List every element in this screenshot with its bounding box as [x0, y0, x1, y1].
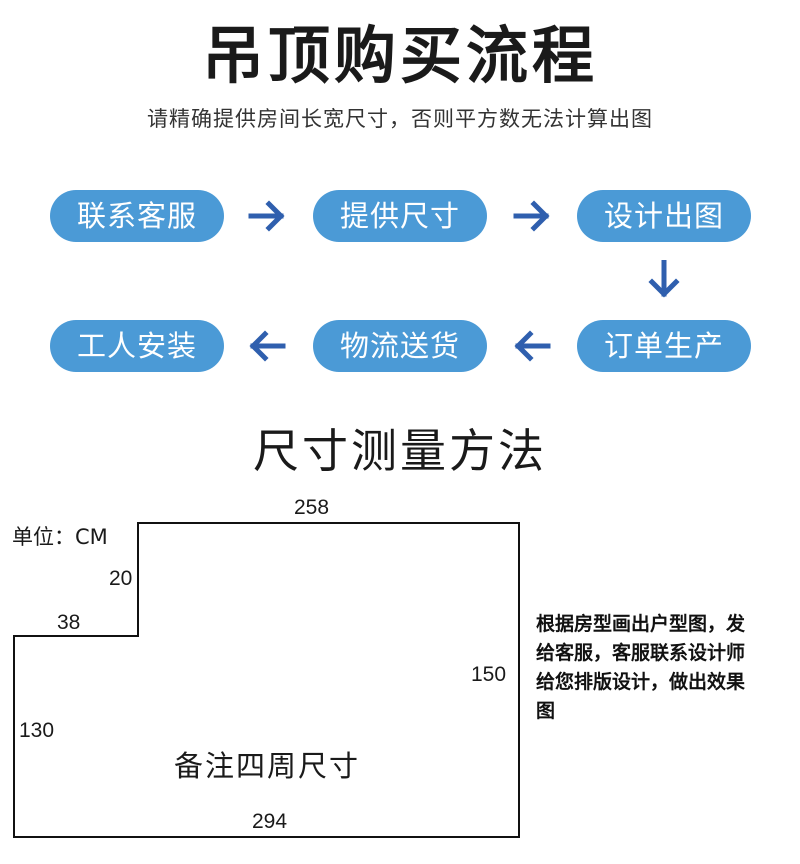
- arrow-right-icon: [513, 200, 550, 232]
- measure-title: 尺寸测量方法: [253, 424, 547, 478]
- step-contact-service: 联系客服: [50, 190, 224, 242]
- arrow-right-icon: [248, 200, 285, 232]
- step-design-drawing: 设计出图: [577, 190, 751, 242]
- description-line: 根据房型画出户型图，发: [536, 613, 746, 635]
- center-note: 备注四周尺寸: [174, 749, 361, 783]
- description-line: 图: [536, 700, 556, 722]
- unit-label: 单位：CM: [12, 525, 108, 549]
- dimension-step-width: 38: [57, 611, 81, 634]
- description-line: 给客服，客服联系设计师: [536, 642, 746, 664]
- arrow-left-icon: [249, 330, 286, 362]
- dimension-top: 258: [294, 496, 330, 519]
- dimension-bottom: 294: [252, 810, 288, 833]
- step-logistics: 物流送货: [313, 320, 487, 372]
- measure-description: 根据房型画出户型图，发 给客服，客服联系设计师 给您排版设计，做出效果 图: [536, 610, 798, 726]
- page-title: 吊顶购买流程: [201, 19, 598, 92]
- dimension-left: 130: [19, 719, 55, 742]
- description-line: 给您排版设计，做出效果: [536, 671, 746, 693]
- page-subtitle: 请精确提供房间长宽尺寸，否则平方数无法计算出图: [147, 107, 653, 131]
- dimension-right: 150: [471, 663, 507, 686]
- step-worker-install: 工人安装: [50, 320, 224, 372]
- step-provide-size: 提供尺寸: [313, 190, 487, 242]
- step-order-production: 订单生产: [577, 320, 751, 372]
- floor-plan-outline: [13, 522, 520, 838]
- arrow-down-icon: [648, 260, 680, 298]
- dimension-step-height: 20: [109, 567, 133, 590]
- arrow-left-icon: [514, 330, 551, 362]
